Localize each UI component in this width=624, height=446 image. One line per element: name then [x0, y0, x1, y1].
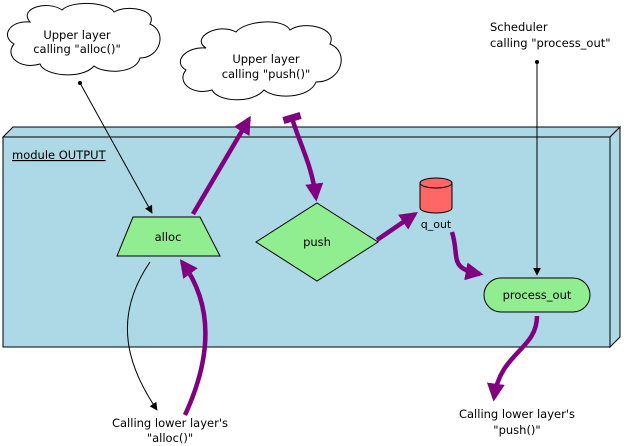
scheduler-line2: calling "process_out" — [490, 36, 611, 50]
alloc-node — [116, 216, 221, 257]
lower-alloc-line2: "alloc()" — [147, 431, 193, 445]
scheduler-line1: Scheduler — [490, 20, 548, 34]
arrow-upper-alloc-to-alloc — [78, 81, 153, 214]
alloc-label: alloc — [155, 230, 182, 244]
cloud-upper-alloc — [7, 3, 161, 76]
queue-cylinder — [419, 177, 453, 214]
lower-push-line2: "push()" — [493, 423, 540, 437]
arrow-process-out-to-lower-push — [486, 315, 540, 402]
arrow-alloc-to-upper-push — [191, 115, 251, 216]
upper-push-line2: calling "push()" — [222, 67, 311, 81]
arrow-push-to-queue — [375, 211, 418, 242]
upper-alloc-line1: Upper layer — [43, 28, 111, 42]
push-label: push — [303, 235, 331, 249]
push-node — [255, 202, 379, 282]
module-title: module OUTPUT — [12, 148, 107, 162]
arrow-lower-alloc-to-alloc — [179, 259, 208, 416]
cloud-upper-push — [179, 21, 342, 101]
process-out-label: process_out — [503, 288, 572, 302]
arrow-queue-to-process-out — [449, 231, 484, 281]
arrow-upper-push-to-push — [282, 111, 324, 202]
queue-label: q_out — [421, 218, 452, 231]
lower-alloc-line1: Calling lower layer's — [112, 416, 228, 430]
upper-alloc-line2: calling "alloc()" — [33, 42, 121, 56]
upper-push-line1: Upper layer — [232, 52, 300, 66]
lower-push-line1: Calling lower layer's — [459, 407, 575, 421]
arrow-alloc-to-lower-alloc — [126, 261, 158, 411]
process-out-node — [483, 277, 591, 313]
